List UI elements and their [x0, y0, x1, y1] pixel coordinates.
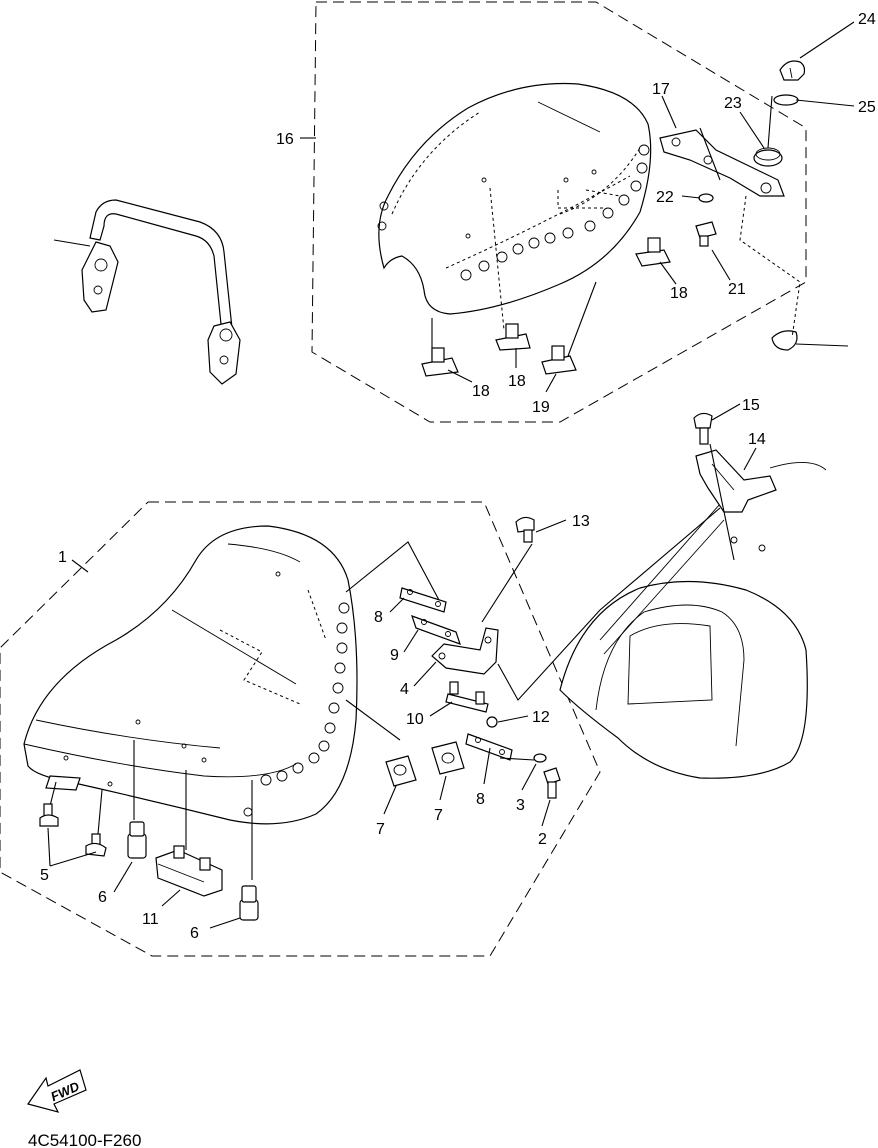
bracket-4: [431, 627, 499, 675]
assembly-outlines: [0, 1, 807, 957]
fwd-arrow-icon: FWD: [27, 1069, 87, 1113]
callout-15: 15: [742, 397, 760, 414]
fender-frame: [559, 462, 827, 779]
callout-22: 24: [858, 11, 876, 28]
callout-5: 5: [40, 867, 49, 884]
leader-lines: [47, 21, 855, 929]
bracket-11: [155, 845, 223, 897]
callout-10: 10: [406, 711, 424, 728]
front-seat-rivets: [63, 571, 350, 817]
callout-3: 3: [516, 797, 525, 814]
callout-19: 21: [728, 281, 746, 298]
plate-9: [411, 615, 461, 645]
damper-6: [239, 885, 259, 921]
callout-14: 14: [748, 431, 766, 448]
callout-8: 8: [374, 609, 383, 626]
nut-plate-7: [431, 741, 465, 775]
callout-labels: 24 25 23 17 16 22 21 18 18 18 19 15 14 1…: [40, 11, 876, 942]
rear-bracket: [659, 127, 785, 197]
callout-6: 6: [98, 889, 107, 906]
callout-12: 12: [532, 709, 550, 726]
damper-24: [771, 330, 798, 351]
washer-20: [698, 193, 714, 203]
callout-23: 25: [858, 99, 876, 116]
part-10: [445, 681, 489, 713]
callout-7: 7: [434, 807, 443, 824]
stud-5: [39, 803, 59, 827]
callout-11: 11: [142, 911, 159, 928]
callout-7: 7: [376, 821, 385, 838]
clip-18: [421, 347, 459, 377]
callout-6: 6: [190, 925, 199, 942]
bolt-15: [693, 412, 713, 445]
clip-18: [635, 237, 671, 267]
plate-8: [399, 587, 447, 613]
fwd-label: FWD: [48, 1078, 82, 1104]
bracket-14: [695, 449, 777, 552]
callout-18: 18: [472, 383, 490, 400]
stud-5: [85, 833, 107, 857]
rear-seat-rivets: [377, 144, 650, 281]
front-seat: [23, 525, 358, 825]
callout-1: 1: [58, 549, 67, 566]
bolt-13: [515, 516, 535, 543]
callout-9: 9: [390, 647, 399, 664]
clip-18: [495, 323, 531, 351]
damper-6: [127, 821, 147, 859]
callout-8: 8: [476, 791, 485, 808]
rear-seat: [377, 82, 652, 360]
plate-8: [465, 733, 513, 761]
callout-20: 22: [656, 189, 674, 206]
callout-18: 18: [508, 373, 526, 390]
callout-18: 18: [670, 285, 688, 302]
washer-23: [773, 94, 799, 106]
bolt-2: [543, 767, 561, 799]
callout-21: 23: [724, 95, 742, 112]
clip-18: [541, 345, 577, 375]
bolt-19: [695, 221, 717, 247]
part-number-code: 4C54100-F260: [28, 1131, 141, 1148]
grommet-21: [753, 147, 783, 167]
nut-plate-7: [385, 755, 417, 787]
backrest-bar: [81, 199, 241, 385]
part-12: [486, 716, 498, 728]
callout-17: 17: [652, 81, 670, 98]
callout-4: 4: [400, 681, 409, 698]
callout-16: 16: [276, 131, 294, 148]
callout-18: 19: [532, 399, 550, 416]
callout-13: 13: [572, 513, 590, 530]
callout-2: 2: [538, 831, 547, 848]
cap-nut-22: [779, 60, 806, 81]
washer-3: [533, 753, 547, 763]
